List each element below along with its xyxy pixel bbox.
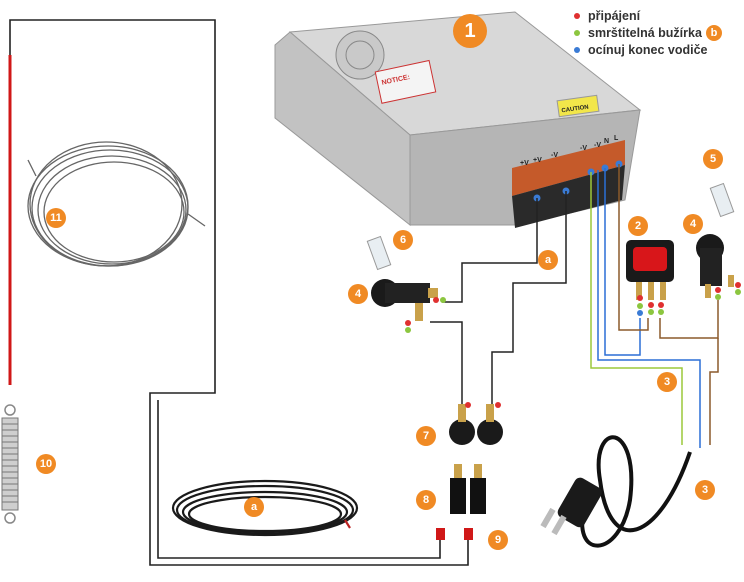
spring-image: [1, 404, 19, 524]
connection-dots: [405, 282, 741, 408]
red-dot-icon: [574, 12, 580, 19]
marker-3: 3: [657, 372, 677, 392]
marker-2: 2: [628, 216, 648, 236]
terminal-label: -V: [580, 145, 587, 152]
legend-badge: b: [705, 24, 722, 41]
dc-output-wires: [430, 191, 567, 408]
power-supply-image: NOTICE: CAUTION +V +V -V -V -V N L: [274, 11, 642, 228]
marker-10: 10: [36, 454, 56, 474]
terminal-label: -V: [594, 142, 601, 149]
marker-4: 4: [348, 284, 368, 304]
terminal-label: +V: [533, 157, 542, 164]
legend-item-tin: ocínuj konec vodiče: [574, 41, 722, 58]
terminal-label: +V: [520, 160, 529, 167]
marker-11: 11: [46, 208, 66, 228]
marker-a: a: [244, 497, 264, 517]
fuse-holder-right-image: [696, 234, 734, 298]
legend-label: připájení: [588, 8, 641, 23]
rocker-switch-image: [626, 240, 674, 300]
left-wire-loop: [8, 19, 469, 566]
caution-label: CAUTION: [561, 105, 589, 115]
legend-item-solder: připájení: [574, 7, 722, 24]
marker-3: 3: [695, 480, 715, 500]
marker-4: 4: [683, 214, 703, 234]
banana-plugs-image: [450, 464, 486, 514]
marker-7: 7: [416, 426, 436, 446]
power-cord-image: [540, 435, 692, 548]
wire-ferrules-image: [436, 528, 473, 540]
blue-dot-icon: [574, 46, 580, 53]
terminal-block: [512, 140, 625, 228]
legend-label: smrštitelná bužírka: [588, 25, 702, 40]
marker-5: 5: [703, 149, 723, 169]
coiled-wire-image: [27, 141, 206, 267]
terminal-label: N: [604, 138, 609, 145]
marker-9: 9: [488, 530, 508, 550]
marker-8: 8: [416, 490, 436, 510]
glass-fuse-image: [366, 182, 735, 271]
legend-item-heatshrink: smrštitelná bužírka b: [574, 24, 722, 41]
legend: připájení smrštitelná bužírka b ocínuj k…: [574, 7, 722, 58]
green-dot-icon: [574, 29, 580, 36]
marker-6: 6: [393, 230, 413, 250]
marker-a: a: [538, 250, 558, 270]
terminal-label: -V: [551, 152, 558, 159]
banana-sockets-image: [449, 404, 503, 445]
mains-wires: [590, 164, 719, 448]
fuse-holder-left-image: [371, 279, 438, 321]
terminal-label: L: [614, 135, 619, 142]
marker-1: 1: [453, 14, 487, 48]
legend-label: ocínuj konec vodiče: [588, 42, 708, 57]
black-wire-coil-image: [171, 479, 359, 537]
